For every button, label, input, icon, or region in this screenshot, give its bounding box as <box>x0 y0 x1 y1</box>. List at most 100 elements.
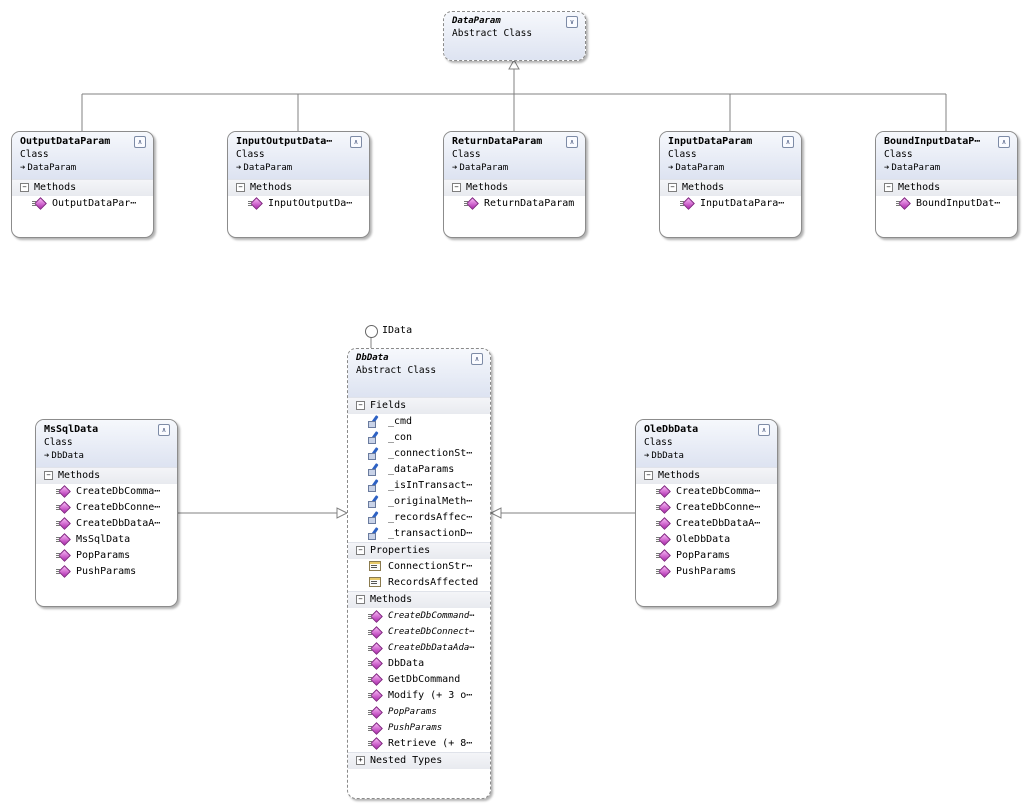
class-box-oledbdata[interactable]: OleDbData Class ➔DbData ∧ −Methods Creat… <box>635 419 778 607</box>
method-item[interactable]: PopParams <box>636 548 777 564</box>
section-methods[interactable]: −Methods <box>636 467 777 484</box>
field-icon <box>368 415 381 428</box>
class-name: BoundInputDataP⋯ <box>884 136 981 147</box>
class-name: MsSqlData <box>44 424 99 435</box>
base-class: ➔DataParam <box>452 163 509 173</box>
method-item[interactable]: CreateDbDataAda⋯ <box>348 640 490 656</box>
field-item[interactable]: _recordsAffec⋯ <box>348 510 490 526</box>
field-item[interactable]: _connectionSt⋯ <box>348 446 490 462</box>
collapse-icon[interactable]: ∧ <box>566 136 578 148</box>
collapse-icon[interactable]: ∧ <box>158 424 170 436</box>
property-item[interactable]: ConnectionStr⋯ <box>348 559 490 575</box>
member-item[interactable]: BoundInputDat⋯ <box>876 196 1017 212</box>
method-item[interactable]: Retrieve (+ 8⋯ <box>348 736 490 752</box>
method-item[interactable]: PushParams <box>36 564 177 580</box>
method-item[interactable]: OleDbData <box>636 532 777 548</box>
method-item[interactable]: PopParams <box>348 704 490 720</box>
field-item[interactable]: _con <box>348 430 490 446</box>
collapse-toggle-icon[interactable]: − <box>44 470 53 480</box>
property-item[interactable]: RecordsAffected <box>348 575 490 591</box>
method-item[interactable]: GetDbCommand <box>348 672 490 688</box>
collapse-toggle-icon[interactable]: − <box>884 182 893 192</box>
section-methods[interactable]: −Methods <box>36 467 177 484</box>
method-item[interactable]: CreateDbComma⋯ <box>636 484 777 500</box>
method-item[interactable]: MsSqlData <box>36 532 177 548</box>
collapse-toggle-icon[interactable]: − <box>236 182 245 192</box>
class-box-boundinputdataparam[interactable]: BoundInputDataP⋯ Class ➔DataParam ∧ −Met… <box>875 131 1018 238</box>
member-item[interactable]: ReturnDataParam <box>444 196 585 212</box>
method-item[interactable]: CreateDbDataA⋯ <box>636 516 777 532</box>
section-methods[interactable]: −Methods <box>876 179 1017 196</box>
field-item[interactable]: _originalMeth⋯ <box>348 494 490 510</box>
base-class: ➔DataParam <box>884 163 941 173</box>
collapse-toggle-icon[interactable]: − <box>356 545 365 555</box>
field-item[interactable]: _isInTransact⋯ <box>348 478 490 494</box>
method-icon <box>248 197 261 209</box>
field-icon <box>368 447 381 460</box>
collapse-toggle-icon[interactable]: − <box>356 594 365 604</box>
member-item[interactable]: InputOutputDa⋯ <box>228 196 369 212</box>
section-methods[interactable]: −Methods <box>12 179 153 196</box>
method-item[interactable]: CreateDbCommand⋯ <box>348 608 490 624</box>
method-icon <box>56 549 69 561</box>
method-item[interactable]: PushParams <box>348 720 490 736</box>
inheritance-arrowhead <box>508 58 520 70</box>
class-box-inputdataparam[interactable]: InputDataParam Class ➔DataParam ∧ −Metho… <box>659 131 802 238</box>
class-box-dataparam[interactable]: DataParam Abstract Class ∨ <box>443 11 586 61</box>
section-methods[interactable]: −Methods <box>348 591 490 608</box>
field-item[interactable]: _dataParams <box>348 462 490 478</box>
method-item[interactable]: CreateDbConne⋯ <box>636 500 777 516</box>
member-item[interactable]: OutputDataPar⋯ <box>12 196 153 212</box>
collapse-icon[interactable]: ∧ <box>134 136 146 148</box>
class-box-dbdata[interactable]: DbData Abstract Class ∧ −Fields _cmd _co… <box>347 348 491 799</box>
method-item[interactable]: PushParams <box>636 564 777 580</box>
collapse-toggle-icon[interactable]: − <box>644 470 653 480</box>
method-icon <box>368 722 381 734</box>
class-box-inputoutputdata[interactable]: InputOutputData⋯ Class ➔DataParam ∧ −Met… <box>227 131 370 238</box>
method-item[interactable]: CreateDbConnect⋯ <box>348 624 490 640</box>
collapse-toggle-icon[interactable]: − <box>356 400 365 410</box>
method-item[interactable]: DbData <box>348 656 490 672</box>
class-box-returndataparam[interactable]: ReturnDataParam Class ➔DataParam ∧ −Meth… <box>443 131 586 238</box>
class-name: OleDbData <box>644 424 699 435</box>
field-item[interactable]: _transactionD⋯ <box>348 526 490 542</box>
method-item[interactable]: PopParams <box>36 548 177 564</box>
method-icon <box>368 657 381 669</box>
inherits-arrow-icon: ➔ <box>644 451 650 461</box>
member-item[interactable]: InputDataPara⋯ <box>660 196 801 212</box>
class-kind: Abstract Class <box>452 28 533 39</box>
section-methods[interactable]: −Methods <box>444 179 585 196</box>
class-box-outputdataparam[interactable]: OutputDataParam Class ➔DataParam ∧ −Meth… <box>11 131 154 238</box>
inherits-arrow-icon: ➔ <box>452 163 458 173</box>
collapse-toggle-icon[interactable]: − <box>452 182 461 192</box>
method-icon <box>368 673 381 685</box>
section-nested-types[interactable]: +Nested Types <box>348 752 490 769</box>
collapse-icon[interactable]: ∧ <box>758 424 770 436</box>
collapse-icon[interactable]: ∧ <box>782 136 794 148</box>
method-icon <box>656 549 669 561</box>
section-methods[interactable]: −Methods <box>228 179 369 196</box>
section-fields[interactable]: −Fields <box>348 397 490 414</box>
collapse-icon[interactable]: ∧ <box>471 353 483 365</box>
method-item[interactable]: CreateDbDataA⋯ <box>36 516 177 532</box>
class-kind: Class <box>884 149 913 160</box>
method-item[interactable]: CreateDbConne⋯ <box>36 500 177 516</box>
class-name: OutputDataParam <box>20 136 111 147</box>
method-item[interactable]: Modify (+ 3 o⋯ <box>348 688 490 704</box>
interface-name: IData <box>382 325 413 336</box>
expand-icon[interactable]: ∨ <box>566 16 578 28</box>
method-item[interactable]: CreateDbComma⋯ <box>36 484 177 500</box>
class-box-mssqldata[interactable]: MsSqlData Class ➔DbData ∧ −Methods Creat… <box>35 419 178 607</box>
class-kind: Class <box>452 149 481 160</box>
collapse-toggle-icon[interactable]: − <box>20 182 29 192</box>
expand-toggle-icon[interactable]: + <box>356 755 365 765</box>
collapse-toggle-icon[interactable]: − <box>668 182 677 192</box>
base-class: ➔DataParam <box>668 163 725 173</box>
collapse-icon[interactable]: ∧ <box>350 136 362 148</box>
field-item[interactable]: _cmd <box>348 414 490 430</box>
collapse-icon[interactable]: ∧ <box>998 136 1010 148</box>
section-methods[interactable]: −Methods <box>660 179 801 196</box>
section-properties[interactable]: −Properties <box>348 542 490 559</box>
method-icon <box>368 610 381 622</box>
